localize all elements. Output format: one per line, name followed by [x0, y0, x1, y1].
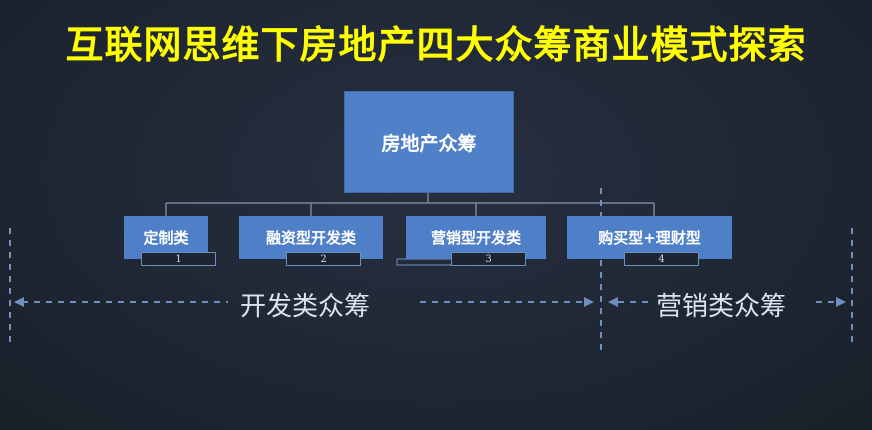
root-node: 房地产众筹: [344, 91, 514, 193]
group-label-marketing: 营销类众筹: [656, 292, 787, 322]
node-number-4: 4: [624, 252, 699, 266]
node-number-1: 1: [141, 252, 216, 266]
node-number-3: 3: [451, 252, 526, 266]
page-title: 互联网思维下房地产四大众筹商业模式探索: [65, 23, 807, 67]
mkt-arrowhead-left: [608, 297, 618, 307]
mkt-arrowhead-right: [836, 297, 846, 307]
dev-arrowhead-right: [584, 297, 594, 307]
node-financing-development: 融资型开发类: [239, 216, 383, 259]
group-label-development: 开发类众筹: [240, 292, 371, 322]
node-customized: 定制类: [124, 216, 208, 259]
node-purchase-wealth: 购买型+理财型: [567, 216, 732, 259]
node-marketing-development: 营销型开发类: [406, 216, 546, 259]
node-3-shadow: [396, 258, 458, 266]
node-number-2: 2: [286, 252, 361, 266]
dev-arrowhead-left: [14, 297, 24, 307]
